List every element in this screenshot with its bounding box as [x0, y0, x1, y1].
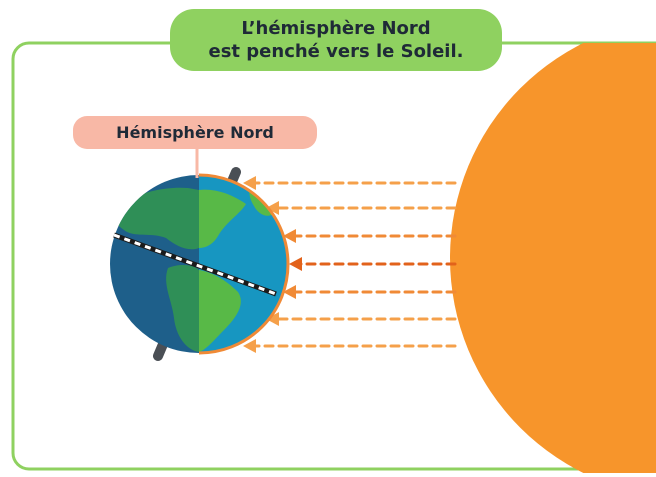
sun-ray-arrow-icon — [266, 201, 457, 215]
sun-ray-arrow-icon — [243, 176, 457, 190]
sun-ray-arrow-icon — [266, 312, 457, 326]
sun-ray-arrow-icon — [283, 229, 457, 243]
hemisphere-label: Hémisphère Nord — [73, 116, 317, 149]
sun-ray-arrow-icon — [243, 339, 457, 353]
sun-ray-arrow-icon — [283, 285, 457, 299]
title-banner: L’hémisphère Nord est penché vers le Sol… — [170, 9, 502, 71]
sun-rays — [243, 176, 457, 353]
earth-globe-icon — [110, 173, 290, 355]
title-line-2: est penché vers le Soleil. — [208, 41, 464, 62]
title-line-1: L’hémisphère Nord — [241, 18, 431, 39]
sun-ray-arrow-icon — [289, 257, 457, 271]
sun-icon — [450, 43, 656, 473]
